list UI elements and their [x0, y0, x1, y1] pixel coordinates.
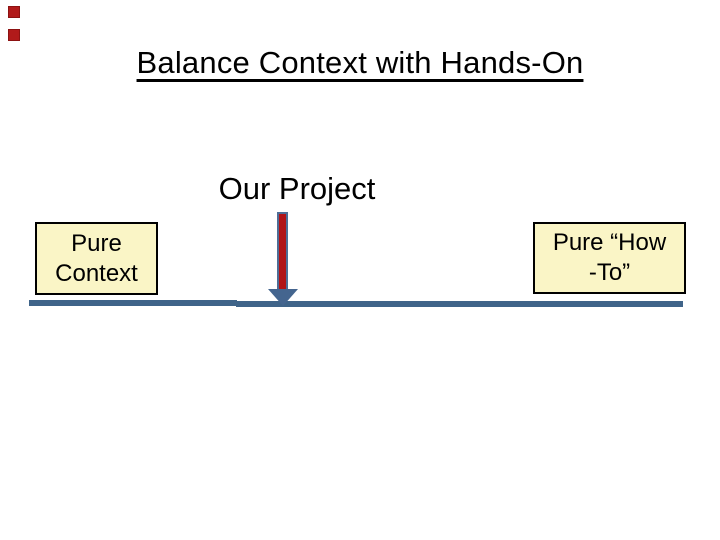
- pure-context-box-line2: Context: [55, 259, 138, 287]
- project-label: Our Project: [218, 171, 376, 206]
- spectrum-line-right-segment: [236, 301, 683, 307]
- pure-how-to-box-line2: -To”: [588, 259, 631, 286]
- pure-how-to-box: Pure “How -To”: [533, 222, 686, 294]
- spectrum-line-left-segment: [29, 300, 237, 306]
- red-square-marker: [8, 29, 20, 41]
- down-arrow-head: [268, 289, 298, 306]
- red-square-marker: [8, 6, 20, 18]
- pure-context-box: Pure Context: [35, 222, 158, 295]
- pure-context-box-line1: Pure: [71, 229, 122, 257]
- down-arrow-shaft: [277, 212, 288, 290]
- pure-how-to-box-line1: Pure “How: [552, 229, 667, 256]
- slide-title: Balance Context with Hands-On: [136, 45, 584, 80]
